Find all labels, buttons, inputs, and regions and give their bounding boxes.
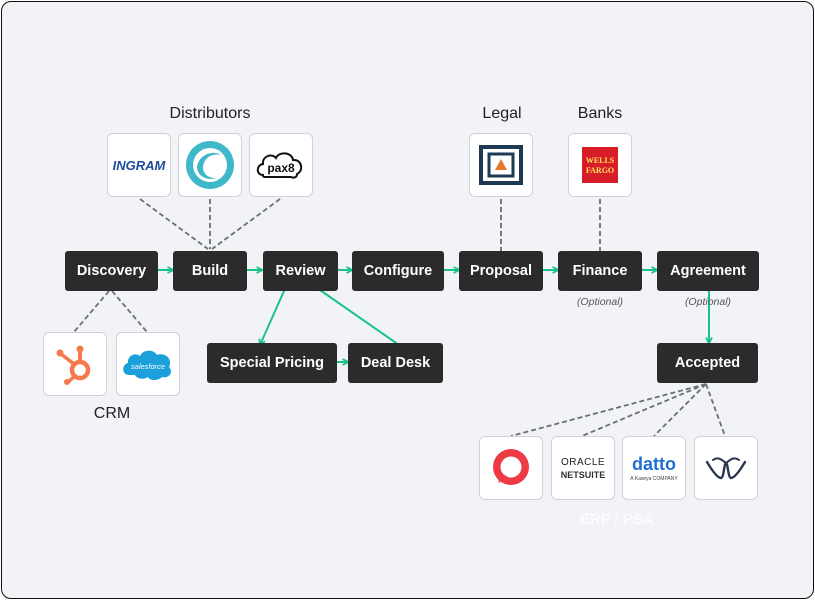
pax8-logo-tile: pax8 — [249, 133, 313, 197]
step-build[interactable]: Build — [173, 251, 247, 291]
legal-logo-icon — [479, 145, 523, 185]
salesforce-logo: salesforce — [123, 350, 172, 380]
dashed-links — [73, 198, 726, 437]
step-agreement[interactable]: Agreement — [657, 251, 759, 291]
legal-logo-tile — [469, 133, 533, 197]
step-special-pricing[interactable]: Special Pricing — [207, 343, 337, 383]
pax8-wordmark: pax8 — [267, 161, 295, 175]
netsuite-wordmark: NETSUITE — [561, 470, 606, 480]
wells-fargo-logo-tile: WELLS FARGO — [568, 133, 632, 197]
chat-logo-tile — [479, 436, 543, 500]
wells-fargo-line-2: FARGO — [586, 166, 614, 175]
banks-label: Banks — [577, 105, 623, 122]
flow-arrows — [157, 270, 709, 362]
erp-psa-label: ERP / PSA — [580, 511, 654, 528]
salesforce-logo-tile: salesforce — [116, 332, 180, 396]
wells-fargo-logo: WELLS FARGO — [582, 147, 618, 183]
distributor-swirl-logo-tile — [178, 133, 242, 197]
crown-logo-icon — [705, 457, 747, 480]
step-configure[interactable]: Configure — [352, 251, 444, 291]
oracle-wordmark: ORACLE — [561, 457, 605, 468]
crm-label: CRM — [93, 405, 131, 422]
step-finance[interactable]: Finance — [558, 251, 642, 291]
step-accepted[interactable]: Accepted — [657, 343, 758, 383]
ingram-wordmark: INGRAM — [113, 158, 167, 173]
ingram-logo: INGRAM — [113, 158, 167, 173]
ingram-logo-tile: INGRAM — [107, 133, 171, 197]
oracle-netsuite-logo: ORACLE NETSUITE — [561, 457, 606, 480]
swirl-logo-icon — [186, 141, 234, 189]
distributors-label: Distributors — [169, 105, 251, 122]
agreement-optional-note: (Optional) — [684, 296, 732, 308]
crown-logo-tile — [694, 436, 758, 500]
step-discovery[interactable]: Discovery — [65, 251, 158, 291]
hubspot-logo-tile — [43, 332, 107, 396]
legal-label: Legal — [482, 105, 522, 122]
step-deal-desk[interactable]: Deal Desk — [348, 343, 443, 383]
salesforce-wordmark: salesforce — [131, 362, 165, 371]
datto-logo: datto A Kaseya COMPANY — [630, 454, 678, 482]
wells-fargo-line-1: WELLS — [586, 156, 615, 165]
hubspot-logo-icon — [56, 345, 91, 385]
finance-optional-note: (Optional) — [576, 296, 624, 308]
datto-subtext: A Kaseya COMPANY — [630, 476, 678, 482]
step-proposal[interactable]: Proposal — [459, 251, 543, 291]
pax8-logo: pax8 — [256, 152, 303, 179]
chat-bubble-icon — [493, 449, 529, 485]
datto-wordmark: datto — [632, 454, 676, 474]
oracle-netsuite-logo-tile: ORACLE NETSUITE — [551, 436, 615, 500]
datto-logo-tile: datto A Kaseya COMPANY — [622, 436, 686, 500]
step-review[interactable]: Review — [263, 251, 338, 291]
